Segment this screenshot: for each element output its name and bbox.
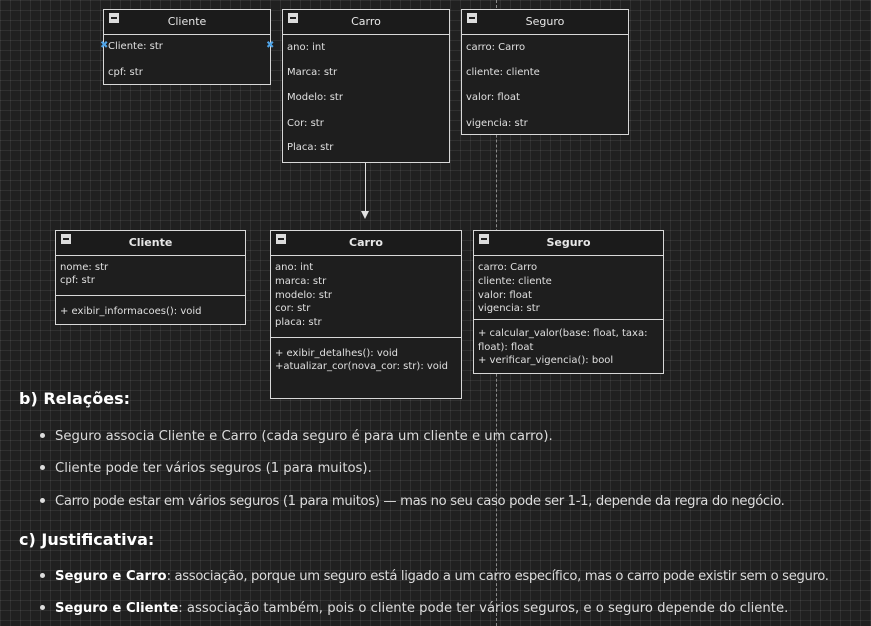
class-field: Cliente: str	[108, 41, 163, 52]
class-method: float): float	[478, 342, 534, 353]
bottom-class-seguro[interactable]: Seguro carro: Carro cliente: cliente val…	[473, 230, 664, 374]
bullet-icon	[40, 464, 45, 470]
top-class-seguro[interactable]: Seguro carro: Carro cliente: cliente val…	[461, 9, 629, 135]
class-field: cpf: str	[108, 67, 143, 78]
class-method: + exibir_detalhes(): void	[275, 348, 399, 359]
class-field: carro: Carro	[466, 42, 526, 53]
class-field: cor: str	[275, 303, 311, 314]
list-item: Cliente pode ter vários seguros (1 para …	[40, 461, 372, 476]
class-header: Cliente	[56, 231, 245, 256]
class-field: modelo: str	[275, 290, 333, 301]
class-field: Modelo: str	[287, 92, 343, 103]
relacoes-heading: b) Relações:	[19, 389, 131, 408]
class-field: cliente: cliente	[466, 67, 540, 78]
class-method: + exibir_informacoes(): void	[60, 306, 202, 317]
collapse-icon[interactable]	[479, 234, 489, 244]
connection-pin-icon[interactable]: ✖	[100, 40, 109, 51]
justificativa-heading: c) Justificativa:	[19, 530, 155, 549]
class-header: Carro	[283, 10, 449, 35]
class-field: marca: str	[275, 276, 327, 287]
list-item-text: Cliente pode ter vários seguros (1 para …	[55, 461, 372, 476]
collapse-icon[interactable]	[109, 13, 119, 23]
list-item: Seguro e Carro: associação, porque um se…	[40, 569, 829, 584]
collapse-icon[interactable]	[61, 234, 71, 244]
arrow-down-icon	[361, 211, 369, 219]
collapse-icon[interactable]	[276, 234, 286, 244]
class-field: valor: float	[466, 92, 520, 103]
class-field: cpf: str	[60, 275, 95, 286]
class-field: vigencia: str	[466, 118, 528, 129]
class-field: Cor: str	[287, 118, 324, 129]
list-item: Carro pode estar em vários seguros (1 pa…	[40, 494, 785, 509]
class-method: + verificar_vigencia(): bool	[478, 355, 614, 366]
bullet-icon	[40, 604, 45, 610]
bottom-class-cliente[interactable]: Cliente nome: str cpf: str + exibir_info…	[55, 230, 246, 325]
list-item: Seguro associa Cliente e Carro (cada seg…	[40, 429, 553, 444]
class-method: + calcular_valor(base: float, taxa:	[478, 328, 648, 339]
list-item: Seguro e Cliente: associação também, poi…	[40, 601, 788, 616]
connector-line[interactable]	[365, 163, 366, 212]
class-field: carro: Carro	[478, 262, 538, 273]
class-divider	[56, 295, 245, 296]
top-class-cliente[interactable]: Cliente Cliente: str cpf: str ✖ ✖	[100, 9, 275, 85]
list-item-text: Carro pode estar em vários seguros (1 pa…	[55, 494, 785, 509]
bullet-icon	[40, 497, 45, 503]
class-field: ano: int	[275, 262, 314, 273]
class-title: Cliente	[128, 236, 173, 249]
class-title: Seguro	[546, 236, 591, 249]
class-header: Seguro	[474, 231, 663, 256]
bullet-icon	[40, 432, 45, 438]
class-divider	[474, 319, 663, 320]
class-title: Seguro	[525, 15, 565, 28]
connection-pin-icon[interactable]: ✖	[266, 40, 275, 51]
list-item-text: : associação também, pois o cliente pode…	[178, 601, 789, 616]
class-field: placa: str	[275, 317, 322, 328]
class-field: Placa: str	[287, 142, 334, 153]
class-title: Carro	[349, 236, 383, 249]
class-header: Carro	[271, 231, 461, 256]
class-title: Cliente	[167, 15, 207, 28]
class-header: Cliente	[104, 10, 270, 35]
class-field: nome: str	[60, 262, 109, 273]
class-field: valor: float	[478, 290, 532, 301]
class-field: Marca: str	[287, 67, 338, 78]
list-item-text: : associação, porque um seguro está liga…	[166, 569, 829, 584]
list-item-text: Seguro associa Cliente e Carro (cada seg…	[55, 429, 553, 444]
class-method: +atualizar_cor(nova_cor: str): void	[275, 361, 449, 372]
class-title: Carro	[351, 15, 381, 28]
top-class-carro[interactable]: Carro ano: int Marca: str Modelo: str Co…	[282, 9, 450, 163]
collapse-icon[interactable]	[467, 13, 477, 23]
list-item-bold: Seguro e Cliente	[55, 601, 179, 616]
collapse-icon[interactable]	[288, 13, 298, 23]
list-item-bold: Seguro e Carro	[55, 569, 167, 584]
class-field: vigencia: str	[478, 303, 540, 314]
class-field: cliente: cliente	[478, 276, 552, 287]
class-field: ano: int	[287, 42, 326, 53]
class-divider	[271, 337, 461, 338]
bottom-class-carro[interactable]: Carro ano: int marca: str modelo: str co…	[270, 230, 462, 399]
bullet-icon	[40, 572, 45, 578]
class-header: Seguro	[462, 10, 628, 35]
